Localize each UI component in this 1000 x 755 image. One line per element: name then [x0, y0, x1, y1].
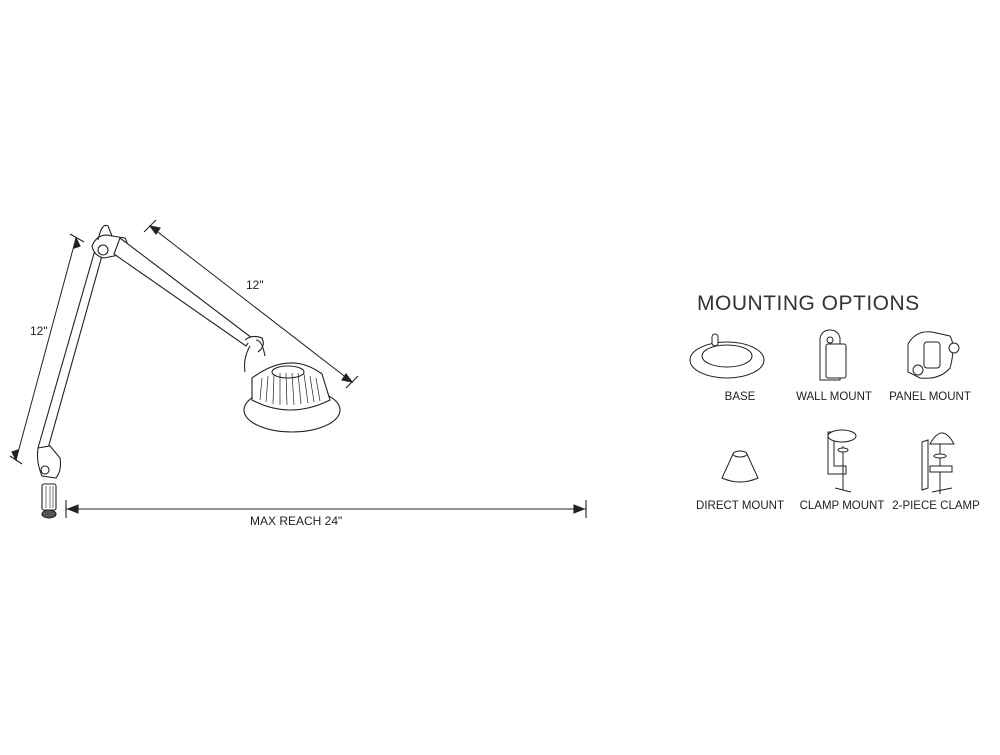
mount-option-base: BASE: [724, 391, 756, 403]
mount-option-panel-mount: PANEL MOUNT: [889, 391, 971, 403]
mount-option-wall-mount: WALL MOUNT: [796, 391, 872, 403]
wall-mount-icon: [819, 329, 847, 381]
lower-arm-dimension: 12": [30, 324, 48, 338]
base-icon: [689, 333, 765, 379]
lamp-drawing: [9, 219, 587, 519]
upper-arm-dimension: 12": [246, 278, 264, 292]
two-piece-clamp-icon: [921, 432, 955, 494]
mount-option-2-piece-clamp: 2-PIECE CLAMP: [892, 500, 980, 512]
direct-mount-icon: [721, 450, 759, 483]
panel-mount-icon: [907, 331, 960, 379]
max-reach-dimension: MAX REACH 24": [250, 514, 343, 528]
mount-option-clamp-mount: CLAMP MOUNT: [799, 500, 885, 512]
mounting-options-title: MOUNTING OPTIONS: [697, 292, 920, 315]
mount-option-direct-mount: DIRECT MOUNT: [696, 500, 784, 512]
clamp-mount-icon: [827, 429, 857, 493]
